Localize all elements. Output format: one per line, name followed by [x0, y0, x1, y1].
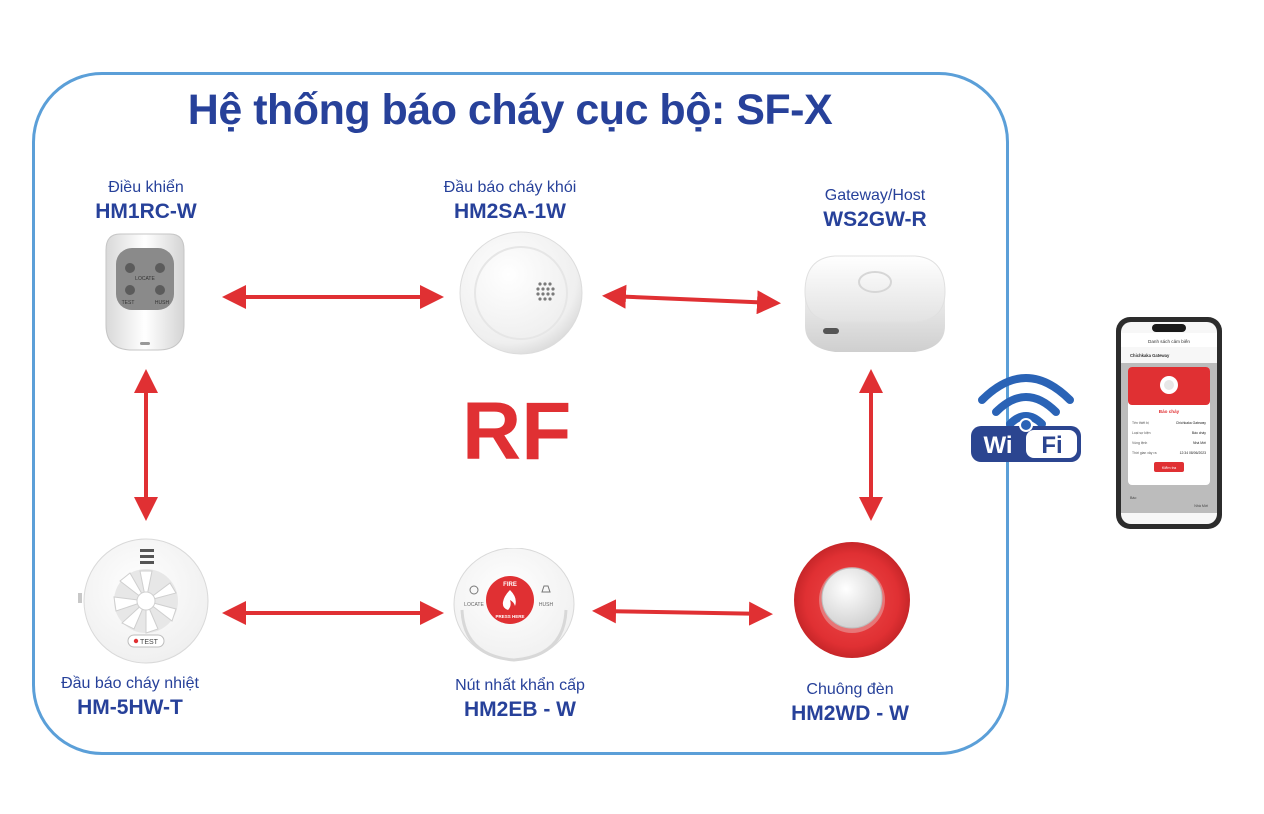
- emergency-button-icon: FIRE PRESS HERE LOCATE HUSH: [453, 548, 575, 662]
- device-name: Đầu báo cháy nhiệt: [61, 675, 199, 692]
- phone-footer-row-1: Báo: [1130, 496, 1136, 500]
- page-title: Hệ thống báo cháy cục bộ: SF-X: [187, 86, 833, 134]
- phone-gateway-row: Chichkaka Gateway: [1130, 353, 1170, 358]
- label-emergency-button: Nút nhất khẩn cấp HM2EB - W: [420, 677, 620, 722]
- device-model: HM2SA-1W: [453, 200, 566, 223]
- phone-row-label: Vùng lệnh: [1132, 441, 1147, 445]
- device-name: Chuông đèn: [806, 681, 894, 698]
- phone-header: Danh sách cảm biến: [1148, 339, 1190, 344]
- device-model: WS2GW-R: [823, 208, 927, 231]
- phone-row-label: Tên thiết bị: [1132, 421, 1149, 425]
- rf-label: RF: [462, 386, 572, 477]
- button-fire-label: FIRE: [503, 582, 517, 588]
- device-model: HM1RC-W: [95, 200, 197, 223]
- wifi-right-text: Fi: [1041, 432, 1062, 459]
- phone-row-value: Nhà Mới: [1193, 441, 1206, 445]
- device-name: Đầu báo cháy khói: [443, 179, 577, 196]
- remote-control-icon: LOCATE TEST HUSH: [105, 233, 185, 351]
- device-name: Gateway/Host: [824, 187, 926, 204]
- phone-row-value: Báo cháy: [1192, 431, 1206, 435]
- arrow-smoke-gateway: [602, 284, 781, 315]
- phone-footer-row-2: Nhà Mới: [1194, 504, 1208, 508]
- label-smoke-detector: Đầu báo cháy khói HM2SA-1W: [410, 179, 610, 224]
- smartphone-icon: Danh sách cảm biến Chichkaka Gateway Báo…: [1116, 317, 1222, 529]
- gateway-icon: [804, 255, 946, 352]
- heat-test-label: TEST: [140, 639, 159, 646]
- button-hush-label: HUSH: [539, 602, 554, 608]
- phone-popup-button[interactable]: [1154, 462, 1184, 472]
- device-model: HM2WD - W: [791, 702, 909, 725]
- label-siren: Chuông đèn HM2WD - W: [760, 681, 940, 726]
- button-press-label: PRESS HERE: [495, 614, 524, 619]
- phone-row-value: 12:34 08/06/2023: [1180, 451, 1207, 455]
- phone-popup-title: Báo cháy: [1159, 409, 1180, 414]
- label-heat-detector: Đầu báo cháy nhiệt HM-5HW-T: [30, 675, 230, 720]
- device-model: HM2EB - W: [464, 698, 576, 721]
- siren-strobe-icon: [794, 542, 910, 658]
- remote-hush-label: HUSH: [155, 300, 170, 306]
- arrow-button-siren: [592, 599, 773, 626]
- phone-row-value: Chichkaka Gateway: [1176, 421, 1206, 425]
- label-gateway: Gateway/Host WS2GW-R: [785, 187, 965, 232]
- device-model: HM-5HW-T: [77, 696, 183, 719]
- phone-row-label: Loại sự kiện: [1132, 431, 1151, 435]
- phone-popup-button-label: Kiểm tra: [1162, 466, 1177, 470]
- smoke-detector-icon: [459, 231, 583, 355]
- button-locate-label: LOCATE: [464, 602, 484, 608]
- remote-locate-label: LOCATE: [135, 276, 155, 282]
- device-name: Nút nhất khẩn cấp: [455, 677, 585, 694]
- label-remote: Điều khiển HM1RC-W: [66, 179, 226, 224]
- remote-test-label: TEST: [122, 300, 135, 306]
- heat-detector-icon: TEST: [78, 538, 209, 664]
- wifi-icon: Wi Fi: [971, 374, 1081, 462]
- device-name: Điều khiển: [108, 179, 184, 196]
- phone-row-label: Thời gian xảy ra: [1132, 451, 1157, 455]
- wifi-left-text: Wi: [983, 432, 1012, 459]
